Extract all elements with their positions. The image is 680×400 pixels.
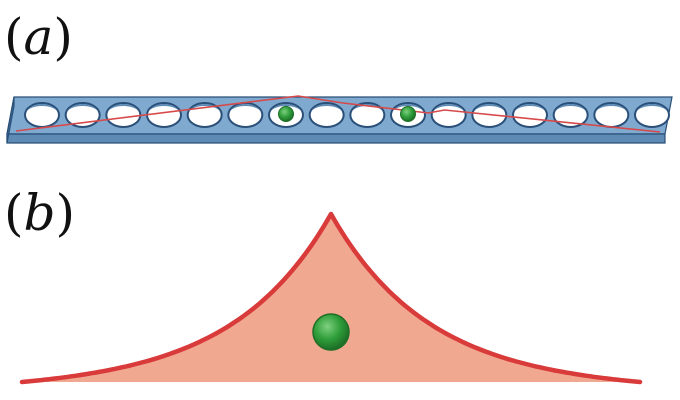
hole (24, 102, 60, 128)
hole (105, 102, 142, 128)
hole (593, 102, 630, 128)
waveguide-front-face (6, 133, 666, 144)
hole-opening (105, 102, 142, 128)
label-b-close: ) (55, 184, 76, 242)
hole-inner-wall (26, 104, 58, 112)
hole-inner-wall (270, 104, 302, 112)
hole-opening (430, 102, 467, 128)
label-a-open: ( (4, 8, 24, 66)
hole-opening (634, 102, 670, 128)
waveguide-end-face (6, 96, 15, 144)
label-b-letter: b (23, 184, 56, 242)
label-b-open: ( (4, 184, 24, 242)
emitters-in-waveguide (278, 106, 416, 122)
profile-panel (19, 211, 643, 385)
hole (430, 102, 467, 128)
field-envelope-line (15, 95, 661, 133)
waveguide-panel (6, 95, 673, 144)
hole-inner-wall (310, 104, 343, 112)
hole (552, 102, 589, 128)
label-a-letter: a (23, 8, 54, 66)
hole-opening (146, 102, 182, 128)
hole-inner-wall (636, 104, 668, 112)
hole-opening (349, 102, 386, 128)
hole (634, 102, 670, 128)
hole (227, 102, 264, 128)
hole-opening (227, 102, 264, 128)
hole-inner-wall (473, 104, 506, 112)
hole-inner-wall (392, 104, 424, 112)
hole-inner-wall (432, 104, 465, 112)
hole-inner-wall (229, 104, 262, 112)
hole-inner-wall (148, 104, 180, 112)
hole-inner-wall (514, 104, 546, 112)
hole-opening (552, 102, 589, 128)
hole-opening (593, 102, 630, 128)
emitter-dot (278, 106, 294, 122)
hole-inner-wall (66, 104, 99, 112)
field-profile-curve (19, 211, 643, 385)
field-profile-area (22, 214, 640, 382)
panel-label-a: (a) (4, 12, 73, 62)
hole-inner-wall (595, 104, 628, 112)
hole-inner-wall (107, 104, 140, 112)
hole (308, 102, 345, 128)
hole (146, 102, 182, 128)
hole-opening (24, 102, 60, 128)
hole-inner-wall (554, 104, 587, 112)
hole (512, 102, 548, 128)
hole-opening (308, 102, 345, 128)
emitter-dot (400, 106, 416, 122)
emitter-dot-profile (312, 313, 350, 351)
hole-opening (512, 102, 548, 128)
panel-label-b: (b) (4, 188, 75, 238)
label-a-close: ) (53, 8, 73, 66)
